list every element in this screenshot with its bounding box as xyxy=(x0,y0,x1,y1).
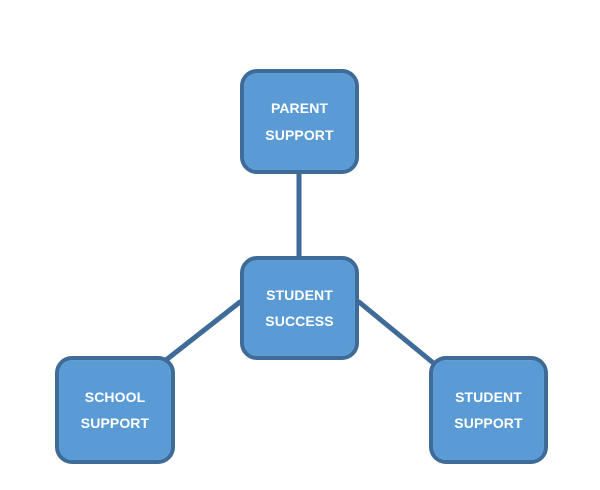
node-student-support: STUDENT SUPPORT xyxy=(429,356,548,464)
node-label-line: SCHOOL xyxy=(84,388,146,405)
connector-success-to-school xyxy=(163,299,243,363)
node-label-line: SUCCESS xyxy=(265,313,334,329)
node-label-line: PARENT xyxy=(270,100,329,117)
node-label-line: SUPPORT xyxy=(80,415,150,431)
node-label-line: STUDENT xyxy=(266,286,333,303)
node-label-line: SUPPORT xyxy=(265,126,334,143)
node-school-support: SCHOOL SUPPORT xyxy=(55,356,175,464)
connector-success-to-student-support xyxy=(356,299,440,369)
node-parent-support: PARENT SUPPORT xyxy=(240,69,359,174)
node-student-success: STUDENT SUCCESS xyxy=(240,256,359,360)
node-label-line: SUPPORT xyxy=(454,415,523,431)
node-label-line: STUDENT xyxy=(455,388,522,405)
